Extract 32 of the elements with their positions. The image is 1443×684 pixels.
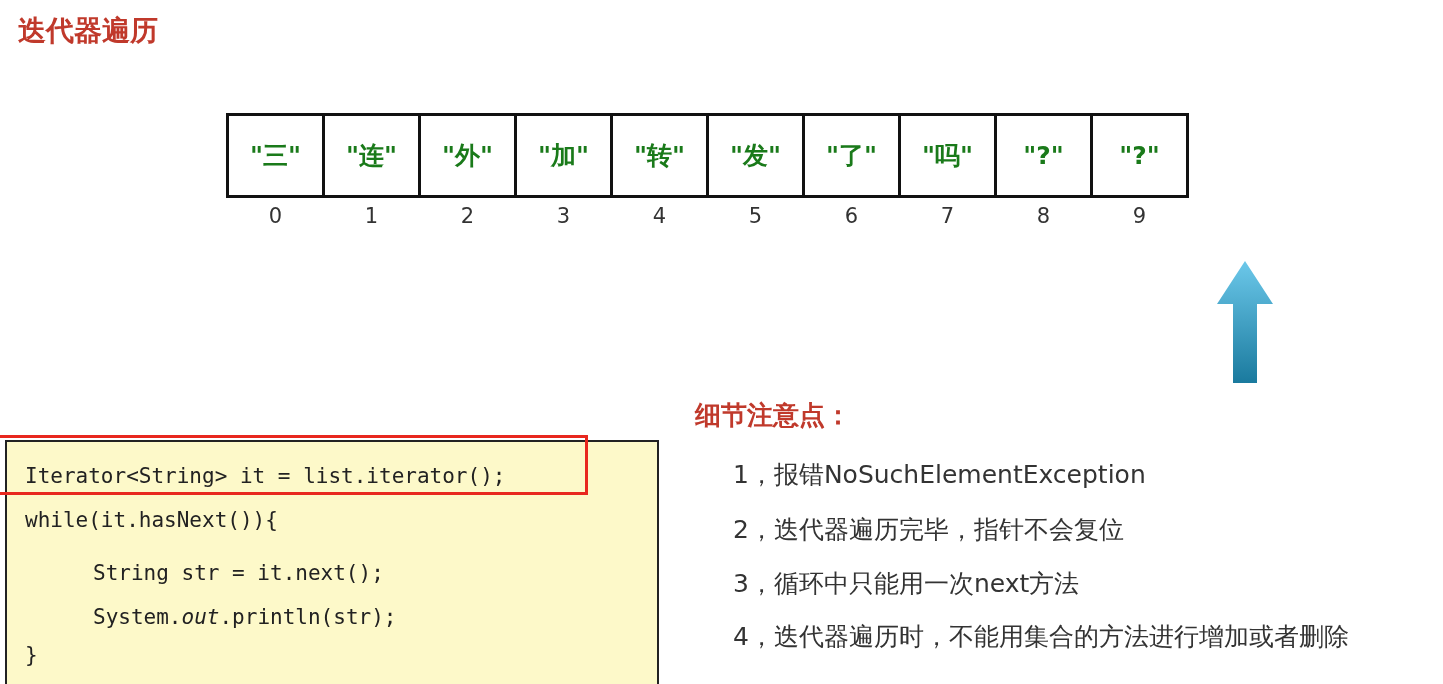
code-line: String str = it.next();	[93, 561, 384, 585]
code-line: while(it.hasNext()){	[25, 508, 278, 532]
array-cell: "发"	[706, 113, 805, 198]
array-cell: "了"	[802, 113, 901, 198]
code-box	[5, 440, 659, 684]
array-cell: "吗"	[898, 113, 997, 198]
array-cell: "?"	[994, 113, 1093, 198]
note-text: 4，迭代器遍历时，不能用集合的方法进行增加或者删除	[733, 621, 1349, 653]
code-line: }	[25, 643, 38, 667]
array-cell: "?"	[1090, 113, 1189, 198]
index-number: 3	[555, 204, 572, 228]
note-text: 3，循环中只能用一次next方法	[733, 568, 1080, 600]
note-text: 1，报错NoSuchElementException	[733, 459, 1146, 491]
index-number: 5	[747, 204, 764, 228]
array-cell: "转"	[610, 113, 709, 198]
index-number: 7	[939, 204, 956, 228]
index-number: 2	[459, 204, 476, 228]
index-number: 0	[267, 204, 284, 228]
index-number: 8	[1035, 204, 1052, 228]
title: 迭代器遍历	[18, 13, 158, 49]
index-number: 4	[651, 204, 668, 228]
code-line: System.out.println(str);	[93, 605, 397, 629]
array-cell: "三"	[226, 113, 325, 198]
array-cell: "外"	[418, 113, 517, 198]
index-number: 1	[363, 204, 380, 228]
array-cell: "加"	[514, 113, 613, 198]
notes-heading: 细节注意点：	[695, 399, 851, 432]
index-number: 9	[1131, 204, 1148, 228]
note-text: 2，迭代器遍历完毕，指针不会复位	[733, 514, 1124, 546]
code-line: Iterator<String> it = list.iterator();	[25, 464, 506, 488]
index-number: 6	[843, 204, 860, 228]
array-cell: "连"	[322, 113, 421, 198]
